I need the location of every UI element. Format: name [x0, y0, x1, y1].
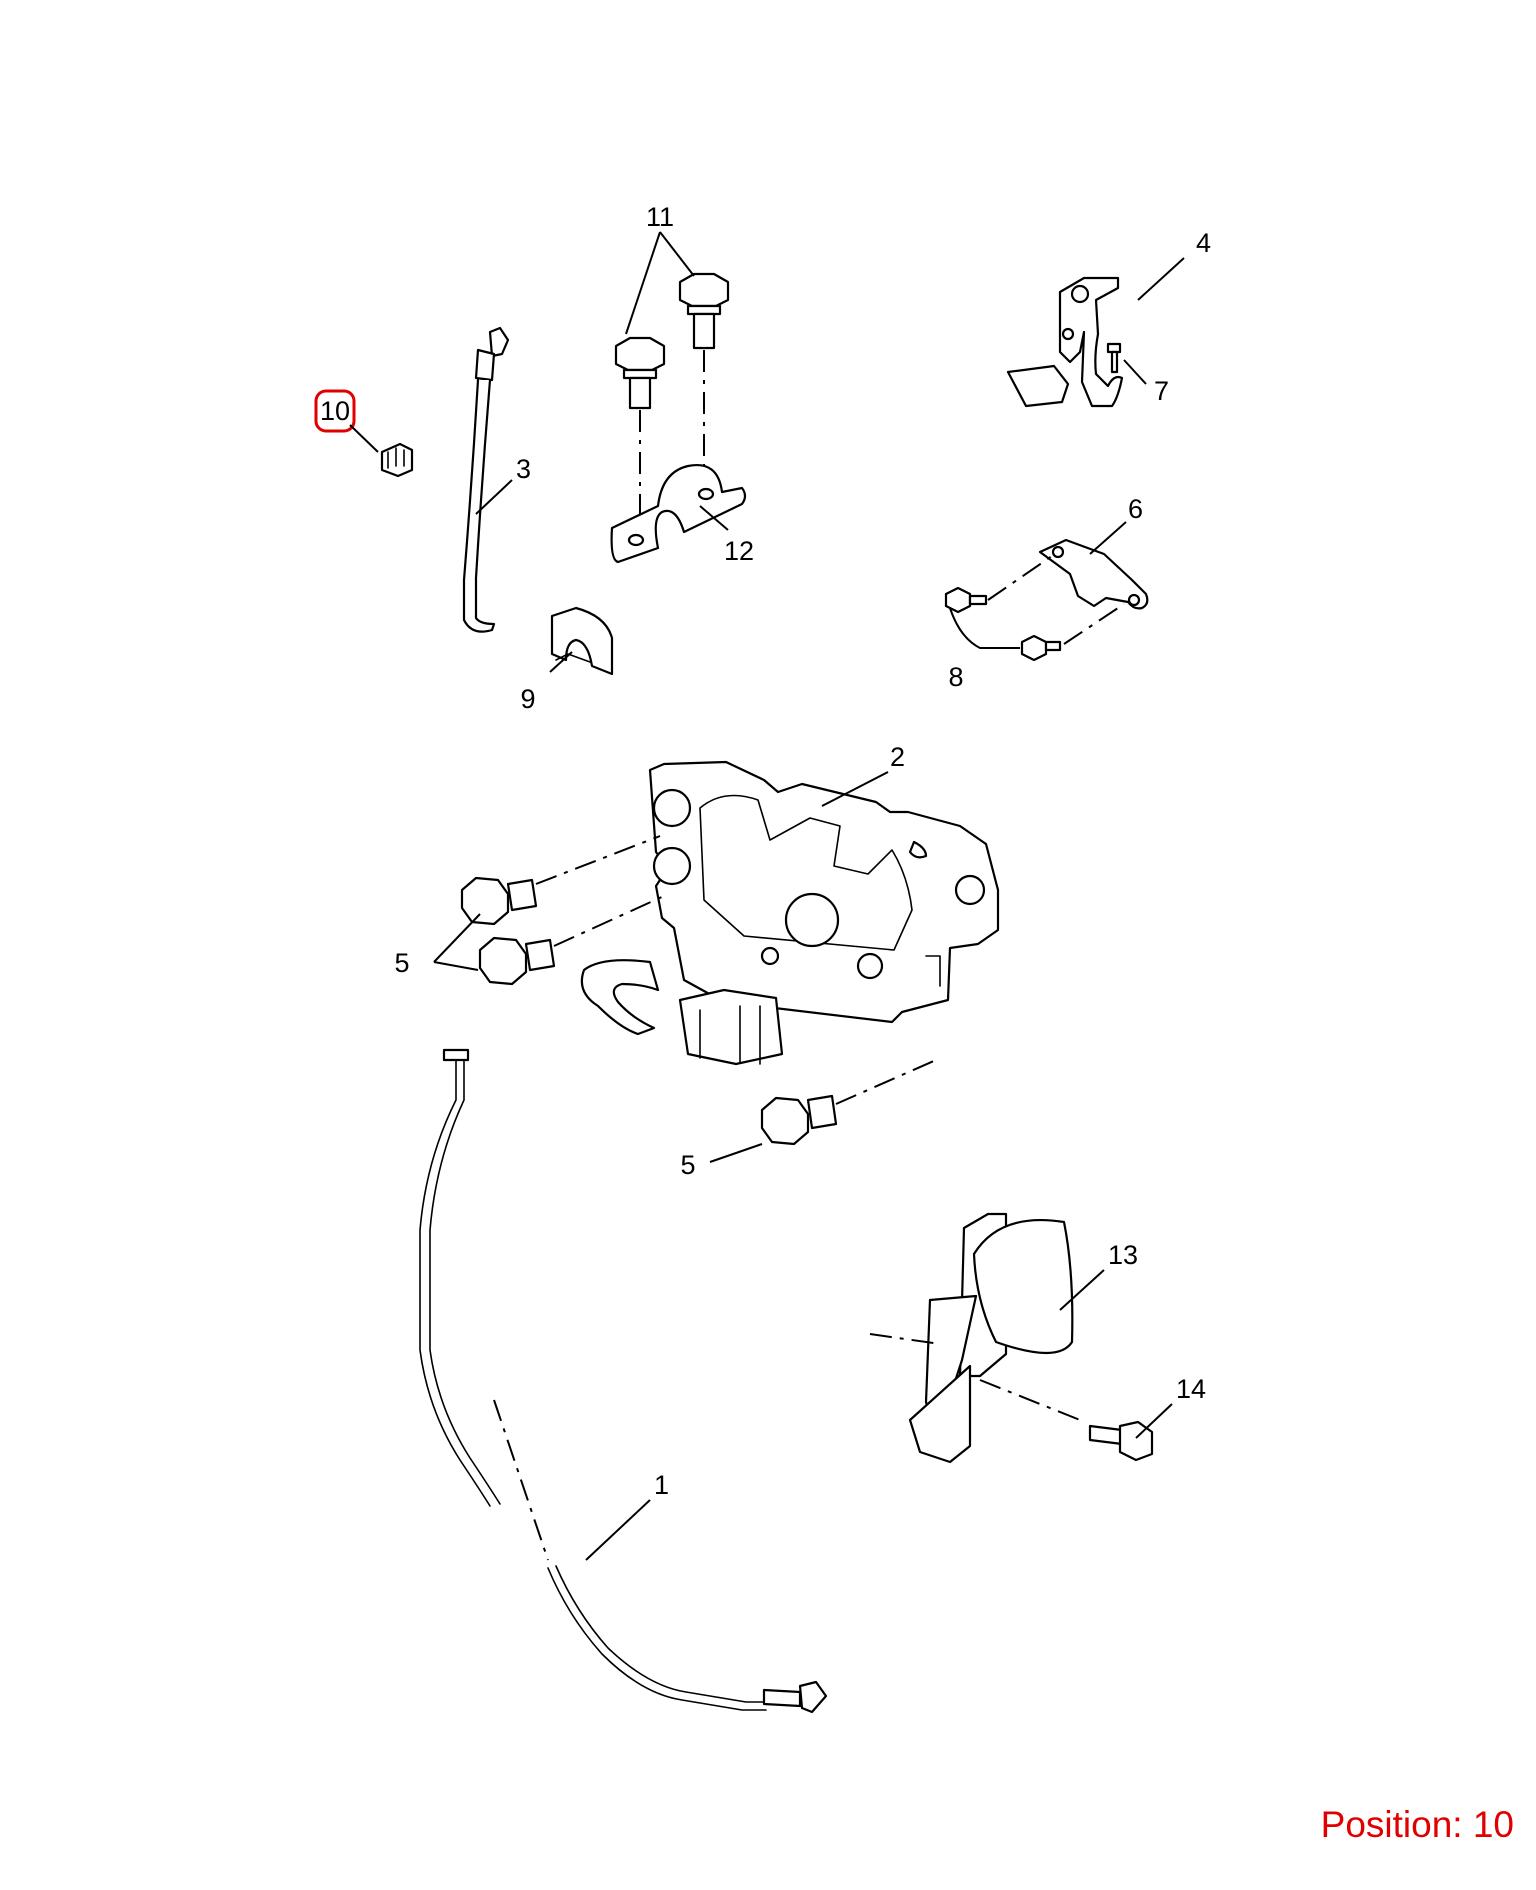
callout-1[interactable]: 1: [654, 1470, 669, 1500]
part-9-bushing[interactable]: [550, 606, 614, 676]
latch-connector[interactable]: [580, 959, 784, 1066]
part-5-bolt-lower[interactable]: [760, 1094, 838, 1146]
part-5-bolts-upper[interactable]: [460, 876, 556, 986]
callout-12[interactable]: 12: [724, 536, 754, 566]
callout-8[interactable]: 8: [948, 662, 963, 692]
callout-6[interactable]: 6: [1128, 494, 1143, 524]
callout-3[interactable]: 3: [516, 454, 531, 484]
part-4-hook[interactable]: [1006, 276, 1124, 408]
callout-7[interactable]: 7: [1154, 376, 1169, 406]
part-14-screw[interactable]: [1088, 1420, 1154, 1462]
part-6-bracket[interactable]: [1038, 538, 1149, 610]
callout-2[interactable]: 2: [890, 742, 905, 772]
part-11-bolts[interactable]: [614, 272, 730, 410]
part-3-rod[interactable]: [462, 326, 510, 633]
callout-13[interactable]: 13: [1108, 1240, 1138, 1270]
callout-5-upper[interactable]: 5: [394, 948, 409, 978]
callout-14[interactable]: 14: [1176, 1374, 1206, 1404]
part-13-handle[interactable]: [908, 1212, 1074, 1464]
part-2-latch[interactable]: [648, 760, 1000, 1024]
callout-4[interactable]: 4: [1196, 228, 1211, 258]
position-label: Position: 10: [1320, 1804, 1514, 1845]
callout-9[interactable]: 9: [520, 684, 535, 714]
highlight-box: [314, 389, 356, 433]
callout-10[interactable]: 10: [320, 396, 350, 426]
part-1-cable[interactable]: [419, 1048, 828, 1714]
part-10-clip[interactable]: [380, 442, 414, 478]
part-8-screws[interactable]: [944, 586, 1062, 662]
part-12-bracket[interactable]: [610, 463, 747, 564]
callout-5-lower[interactable]: 5: [680, 1150, 695, 1180]
part-7-screw[interactable]: [1106, 342, 1122, 374]
callout-11[interactable]: 11: [646, 202, 674, 232]
